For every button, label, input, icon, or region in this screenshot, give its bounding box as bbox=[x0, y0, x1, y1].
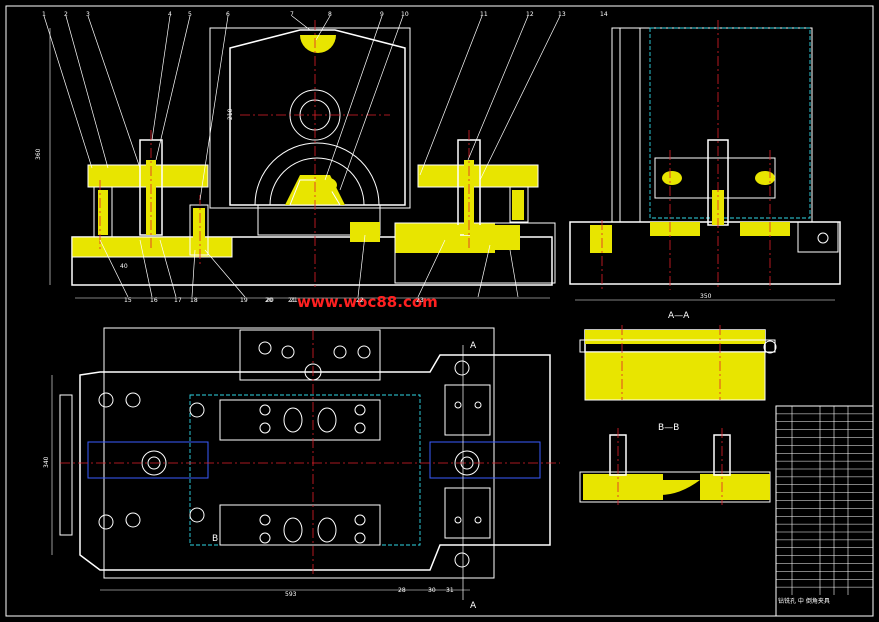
dim-center-height: 210 bbox=[227, 108, 234, 120]
side-view bbox=[569, 20, 841, 301]
part-callout-1: 1 bbox=[42, 11, 46, 18]
callouts-plan: 20 21 28 30 31 bbox=[266, 297, 454, 594]
part-callout-13: 13 bbox=[558, 11, 566, 18]
dim-front-height: 360 bbox=[35, 148, 42, 160]
part-callout-5: 5 bbox=[188, 11, 192, 18]
plan-callout-20: 20 bbox=[266, 297, 274, 304]
part-callout-23: 23 bbox=[416, 297, 424, 304]
plan-callout-30: 30 bbox=[428, 587, 436, 594]
drawing-frame bbox=[5, 5, 874, 617]
section-bb bbox=[579, 428, 771, 505]
part-callout-19: 19 bbox=[240, 297, 248, 304]
dim-small: 40 bbox=[120, 263, 128, 270]
part-callout-16: 16 bbox=[150, 297, 158, 304]
part-callout-18: 18 bbox=[190, 297, 198, 304]
part-callout-15: 15 bbox=[124, 297, 132, 304]
callouts-bottom: 15 16 17 18 19 20 21 22 23 bbox=[124, 297, 424, 304]
part-callout-4: 4 bbox=[168, 11, 172, 18]
part-callout-7: 7 bbox=[290, 11, 294, 18]
part-callout-17: 17 bbox=[174, 297, 182, 304]
part-callout-21: 21 bbox=[290, 297, 298, 304]
dim-plan-length: 593 bbox=[285, 591, 297, 598]
section-aa-label: A—A bbox=[668, 311, 690, 321]
watermark: www.woc88.com bbox=[297, 293, 438, 311]
part-callout-10: 10 bbox=[401, 11, 409, 18]
dim-plan-height: 340 bbox=[43, 456, 50, 468]
view-mark-b: B bbox=[212, 534, 218, 544]
dim-side-width: 350 bbox=[700, 293, 712, 300]
view-mark-a-bottom: A bbox=[470, 601, 477, 611]
section-bb-label: B—B bbox=[658, 423, 679, 433]
plan-callout-28: 28 bbox=[398, 587, 406, 594]
part-callout-20: 20 bbox=[265, 297, 273, 304]
part-callout-11: 11 bbox=[480, 11, 488, 18]
part-callout-12: 12 bbox=[526, 11, 534, 18]
plan-callout-31: 31 bbox=[446, 587, 454, 594]
view-mark-a-top: A bbox=[470, 341, 477, 351]
front-callout-leaders bbox=[43, 15, 561, 298]
plan-view bbox=[51, 327, 560, 600]
part-callout-6: 6 bbox=[226, 11, 230, 18]
part-callout-9: 9 bbox=[380, 11, 384, 18]
title-block-title: 钻铣孔 中 倒角夹具 bbox=[778, 597, 830, 605]
section-aa bbox=[579, 325, 777, 401]
title-block-grid bbox=[775, 405, 874, 617]
part-callout-3: 3 bbox=[86, 11, 90, 18]
part-callout-14: 14 bbox=[600, 11, 608, 18]
part-callout-22: 22 bbox=[356, 297, 364, 304]
part-callout-2: 2 bbox=[64, 11, 68, 18]
part-callout-8: 8 bbox=[328, 11, 332, 18]
plan-callout-21: 21 bbox=[288, 297, 296, 304]
front-view bbox=[49, 20, 556, 299]
